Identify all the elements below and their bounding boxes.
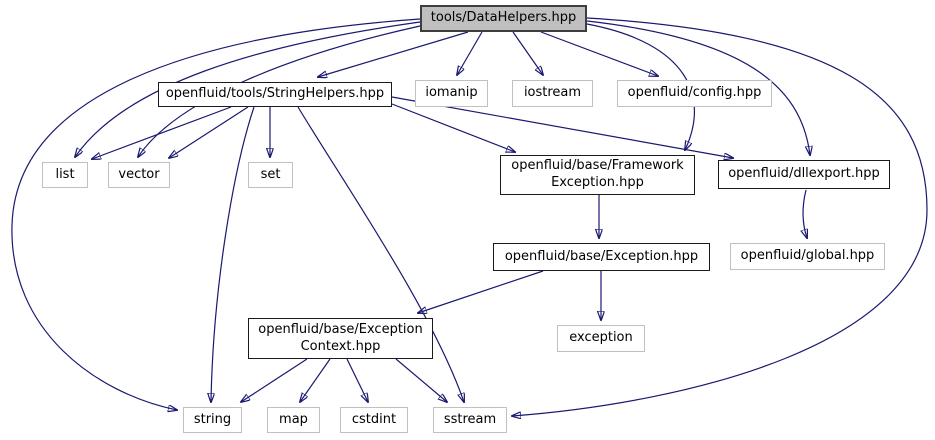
node-label-line1: openfluid/base/Exception: [258, 321, 423, 337]
node-openfluid-global-hpp: openfluid/global.hpp: [730, 243, 885, 270]
node-label: exception: [569, 330, 633, 346]
node-label-line1: openfluid/base/Framework: [511, 158, 684, 174]
node-label: list: [55, 166, 75, 182]
node-set: set: [248, 162, 293, 188]
node-openfluid-base-frameworkexception-hpp[interactable]: openfluid/base/Framework Exception.hpp: [500, 155, 695, 195]
node-map: map: [267, 407, 320, 433]
edge-dll-global: [803, 189, 807, 238]
edge-dh-sh: [318, 31, 469, 77]
node-cstdint: cstdint: [340, 407, 408, 433]
edge-ex-ec: [418, 270, 544, 313]
node-openfluid-config-hpp: openfluid/config.hpp: [617, 80, 772, 107]
edge-ec-string: [241, 358, 308, 402]
edge-dh-iomanip: [457, 31, 483, 75]
edge-sh-list: [92, 106, 232, 159]
node-label-line2: Exception.hpp: [551, 175, 644, 190]
node-list: list: [42, 162, 88, 188]
edge-dh-config: [540, 31, 658, 76]
node-openfluid-tools-stringhelpers-hpp[interactable]: openfluid/tools/StringHelpers.hpp: [158, 82, 392, 107]
node-label: vector: [118, 166, 160, 182]
node-openfluid-base-exception-hpp[interactable]: openfluid/base/Exception.hpp: [493, 243, 710, 271]
node-label: sstream: [443, 411, 497, 427]
node-label: iostream: [523, 85, 582, 101]
edge-ec-sstream: [395, 358, 447, 402]
node-label-line2: Context.hpp: [300, 338, 381, 354]
edge-sh-fe: [391, 103, 515, 152]
node-iostream: iostream: [512, 80, 593, 107]
node-label: openfluid/base/Exception.hpp: [504, 248, 699, 264]
node-label: openfluid/tools/StringHelpers.hpp: [165, 86, 385, 102]
node-openfluid-base-exceptioncontext-hpp[interactable]: openfluid/base/Exception Context.hpp: [248, 318, 433, 359]
node-label: set: [260, 166, 281, 182]
node-label: cstdint: [351, 411, 397, 427]
edge-dh-iostream: [512, 31, 543, 75]
node-vector: vector: [108, 162, 170, 188]
edge-dh-sstream: [512, 17, 928, 416]
edge-ec-cstdint: [346, 358, 368, 402]
edge-sh-vector: [169, 106, 249, 158]
node-label: openfluid/global.hpp: [740, 248, 875, 264]
node-label: tools/DataHelpers.hpp: [430, 10, 577, 26]
node-label: openfluid/config.hpp: [627, 85, 762, 101]
node-sstream: sstream: [433, 407, 507, 433]
edge-ec-map: [300, 358, 331, 402]
node-tools-datahelpers-hpp: tools/DataHelpers.hpp: [420, 5, 587, 32]
node-label: openfluid/dllexport.hpp: [728, 166, 880, 182]
node-openfluid-dllexport-hpp[interactable]: openfluid/dllexport.hpp: [718, 160, 890, 189]
node-exception: exception: [557, 325, 645, 352]
node-label: string: [193, 411, 232, 427]
node-string: string: [183, 407, 242, 433]
node-label: iomanip: [425, 85, 478, 101]
node-iomanip: iomanip: [415, 80, 488, 107]
node-label: map: [279, 411, 308, 427]
